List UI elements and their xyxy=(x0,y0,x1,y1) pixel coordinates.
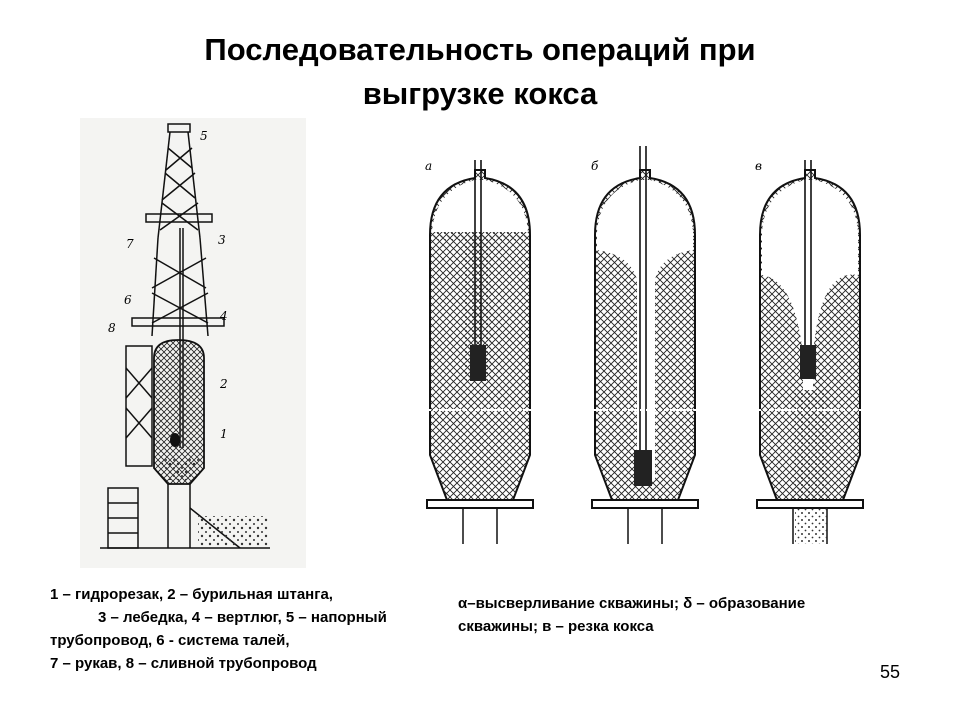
left-caption-line-4: 7 – рукав, 8 – сливной трубопровод xyxy=(50,655,317,672)
left-caption-line-3: трубопровод, 6 - система талей, xyxy=(50,632,290,649)
left-caption-line-2: 3 – лебедка, 4 – вертлюг, 5 – напорный xyxy=(98,609,387,626)
coke-cutting-stages-diagram: а б в xyxy=(415,146,875,544)
callout-4: 4 xyxy=(219,309,228,323)
callout-6: 6 xyxy=(124,293,132,307)
stage-label-a: а xyxy=(425,159,432,173)
stage-label-b: б xyxy=(591,159,599,173)
derrick-drum-diagram: 5 3 7 6 4 8 2 1 xyxy=(80,118,306,568)
stage-c-drum: в xyxy=(745,159,875,544)
stage-a-drum: а xyxy=(415,159,545,544)
left-caption-line-1: 1 – гидрорезак, 2 – бурильная штанга, xyxy=(50,586,333,603)
callout-labels: 5 3 7 6 4 8 2 1 xyxy=(108,129,228,441)
right-figure-caption: α–высверливание скважины; δ – образовани… xyxy=(458,592,908,638)
page-number: 55 xyxy=(880,662,901,682)
right-caption-line-2: скважины; в – резка кокса xyxy=(458,618,654,635)
right-caption-line-1: α–высверливание скважины; δ – образовани… xyxy=(458,595,806,612)
callout-3: 3 xyxy=(218,233,226,247)
left-figure-caption: 1 – гидрорезак, 2 – бурильная штанга, 3 … xyxy=(50,583,460,675)
slide-title: Последовательность операций при выгрузке… xyxy=(0,28,960,116)
callout-8: 8 xyxy=(108,321,116,335)
title-line-1: Последовательность операций при xyxy=(204,32,756,67)
title-line-2: выгрузке кокса xyxy=(362,76,598,111)
callout-7: 7 xyxy=(126,237,134,251)
callout-1: 1 xyxy=(220,427,228,441)
callout-2: 2 xyxy=(219,377,228,391)
stage-label-c: в xyxy=(755,159,762,173)
callout-5: 5 xyxy=(200,129,208,143)
stage-b-drum: б xyxy=(580,146,710,544)
